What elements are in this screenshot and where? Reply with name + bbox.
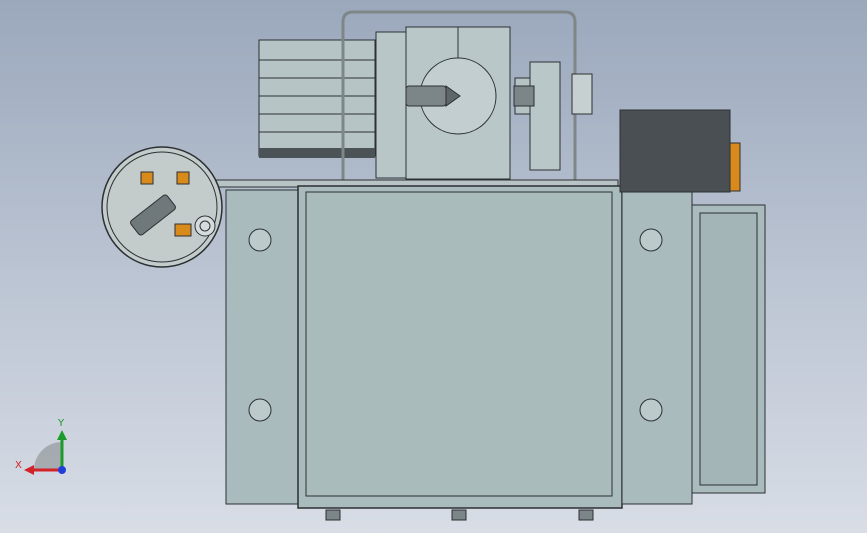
- wire-frame: [341, 10, 577, 180]
- motor-housing[interactable]: [258, 39, 376, 158]
- foot-2: [451, 509, 467, 521]
- y-axis-label: Y: [57, 418, 65, 429]
- side-panel[interactable]: [691, 204, 766, 494]
- flange-right[interactable]: [621, 189, 693, 505]
- round-cover[interactable]: [101, 146, 223, 268]
- nozzle-right: [513, 85, 535, 107]
- flange-left[interactable]: [225, 189, 299, 505]
- nozzle-left: [405, 85, 461, 107]
- main-body[interactable]: [297, 185, 623, 509]
- control-block[interactable]: [619, 109, 741, 193]
- x-axis-label: X: [15, 460, 22, 471]
- orientation-triad: Y X: [15, 418, 67, 475]
- foot-3: [578, 509, 594, 521]
- foot-1: [325, 509, 341, 521]
- clamp-block[interactable]: [375, 26, 593, 180]
